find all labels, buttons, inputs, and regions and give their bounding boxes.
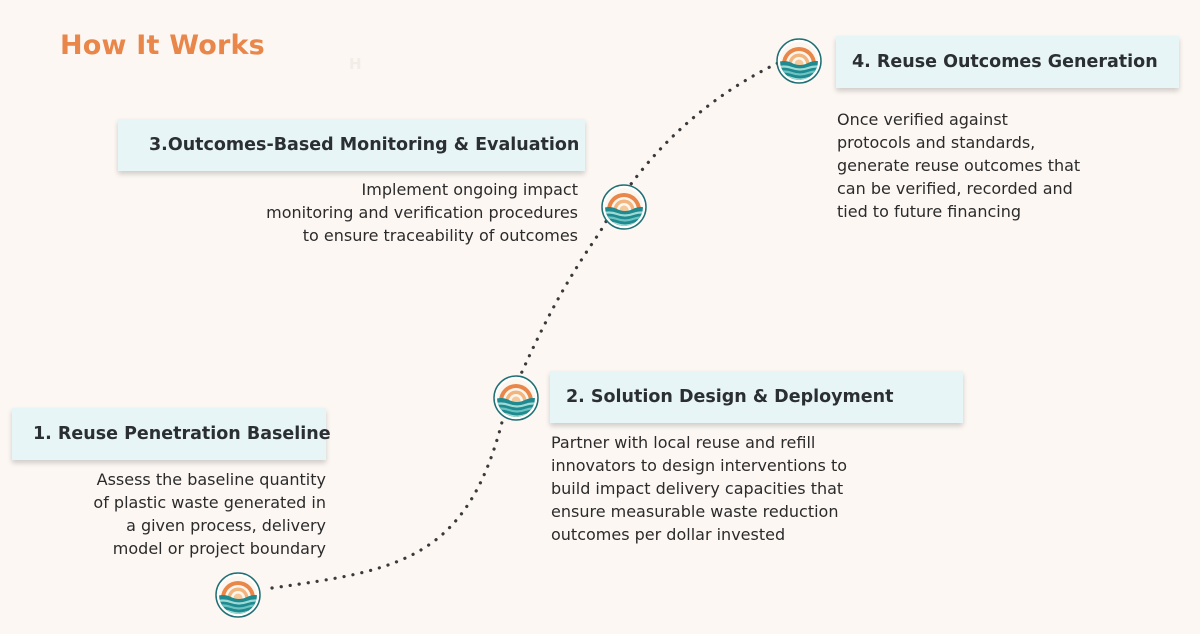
step-1-description-line: Assess the baseline quantity	[96, 470, 326, 489]
step-2-box: 2. Solution Design & Deployment	[550, 371, 963, 423]
step-3-box: 3.Outcomes-Based Monitoring & Evaluation	[118, 119, 585, 171]
step-3-label: 3.Outcomes-Based Monitoring & Evaluation	[149, 135, 580, 155]
step-4-description-line: Once verified against	[837, 110, 1008, 129]
step-4-description-line: protocols and standards,	[837, 133, 1036, 152]
sun-wave-logo-icon	[493, 375, 539, 421]
step-4-description: Once verified against protocols and stan…	[837, 108, 1080, 223]
step-3-description: Implement ongoing impact monitoring and …	[266, 178, 578, 247]
step-2-description-line: ensure measurable waste reduction	[551, 502, 839, 521]
step-1-box: 1. Reuse Penetration Baseline	[12, 408, 331, 460]
step-4-description-line: can be verified, recorded and	[837, 179, 1073, 198]
step-1-description-line: a given process, delivery	[126, 516, 326, 535]
step-1-description-line: of plastic waste generated in	[93, 493, 326, 512]
step-2-description-line: innovators to design interventions to	[551, 456, 848, 475]
step-4-description-line: generate reuse outcomes that	[837, 156, 1081, 175]
page-title: How It Works	[60, 30, 265, 61]
step-4-box: 4. Reuse Outcomes Generation	[836, 36, 1179, 88]
step-3-description-line: monitoring and verification procedures	[266, 203, 578, 222]
step-3-description-line: Implement ongoing impact	[361, 180, 578, 199]
step-1-label: 1. Reuse Penetration Baseline	[33, 424, 331, 444]
step-4-description-line: tied to future financing	[837, 202, 1021, 221]
step-4-label: 4. Reuse Outcomes Generation	[852, 52, 1158, 72]
step-2-description: Partner with local reuse and refill inno…	[551, 431, 847, 546]
step-2-label: 2. Solution Design & Deployment	[566, 387, 894, 407]
step-2-description-line: Partner with local reuse and refill	[551, 433, 816, 452]
step-1-description-line: model or project boundary	[112, 539, 326, 558]
faint-watermark-mark: H	[349, 55, 362, 73]
step-3-description-line: to ensure traceability of outcomes	[302, 226, 578, 245]
step-2-description-line: outcomes per dollar invested	[551, 525, 786, 544]
sun-wave-logo-icon	[215, 572, 261, 618]
sun-wave-logo-icon	[776, 38, 822, 84]
sun-wave-logo-icon	[601, 184, 647, 230]
step-2-description-line: build impact delivery capacities that	[551, 479, 844, 498]
step-1-description: Assess the baseline quantity of plastic …	[93, 468, 326, 560]
